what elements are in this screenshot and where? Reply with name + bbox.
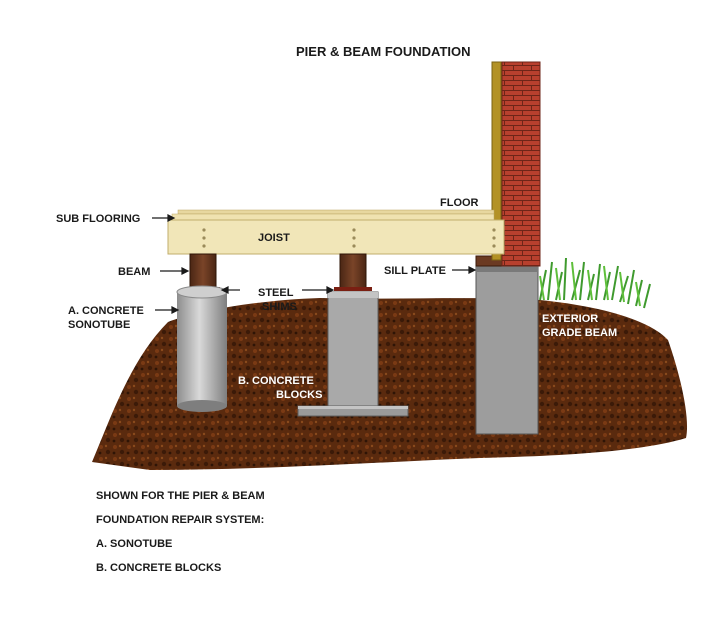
- label-steel-shims-line2: SHIMS: [262, 301, 297, 313]
- note-line-2: FOUNDATION REPAIR SYSTEM:: [96, 514, 265, 526]
- label-sub-flooring: SUB FLOORING: [56, 213, 140, 225]
- label-exterior-line1: EXTERIOR: [542, 313, 598, 325]
- label-joist: JOIST: [258, 232, 290, 244]
- grass: [539, 257, 651, 309]
- leader-lines: [152, 214, 477, 314]
- sub-flooring: [171, 213, 495, 221]
- brick-wall: [501, 61, 541, 267]
- floor-board: [177, 209, 495, 215]
- concrete-sonotube: [176, 285, 228, 412]
- exterior-grade-beam: [475, 263, 539, 435]
- label-blocks-line2: BLOCKS: [276, 389, 322, 401]
- shim-middle: [334, 287, 372, 291]
- label-steel-shims-line1: STEEL: [258, 287, 294, 299]
- beam-middle: [339, 253, 367, 289]
- label-floor: FLOOR: [440, 197, 479, 209]
- label-sonotube-line2: SONOTUBE: [68, 319, 130, 331]
- wall-stud: [491, 61, 502, 261]
- note-line-4: B. CONCRETE BLOCKS: [96, 562, 222, 574]
- label-blocks-line1: B. CONCRETE: [238, 375, 314, 387]
- label-sill-plate: SILL PLATE: [384, 265, 446, 277]
- concrete-blocks: [297, 291, 409, 417]
- label-sonotube-line1: A. CONCRETE: [68, 305, 144, 317]
- beam-left: [189, 253, 217, 289]
- note-line-1: SHOWN FOR THE PIER & BEAM: [96, 490, 265, 502]
- note-line-3: A. SONOTUBE: [96, 538, 173, 550]
- joist: [167, 219, 505, 255]
- label-beam: BEAM: [118, 266, 150, 278]
- diagram-title: PIER & BEAM FOUNDATION: [296, 44, 471, 59]
- joist-nails: [202, 228, 496, 248]
- label-exterior-line2: GRADE BEAM: [542, 327, 617, 339]
